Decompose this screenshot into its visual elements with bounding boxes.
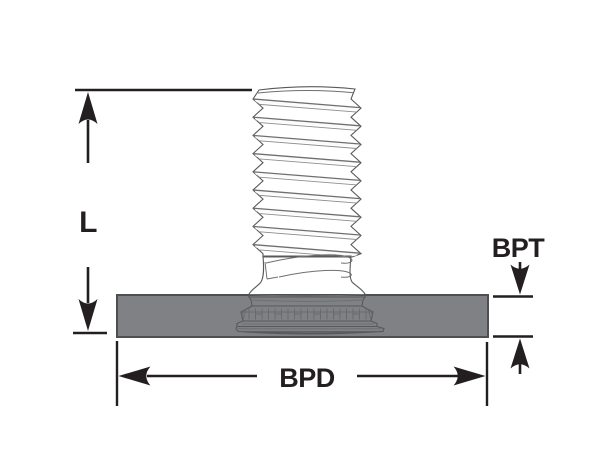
- threaded-stud: [235, 86, 385, 335]
- serration-knurl-pattern: [241, 308, 373, 321]
- bpt-label: BPT: [492, 233, 546, 263]
- length-arrowhead-up: [78, 92, 98, 124]
- length-arrowhead-down: [78, 299, 98, 331]
- dimension-length: L: [73, 88, 252, 335]
- bpd-label: BPD: [279, 363, 335, 393]
- bpt-arrowhead-down: [510, 264, 530, 295]
- stud-shaft: [252, 86, 363, 258]
- bpd-arrowhead-left: [118, 366, 151, 386]
- base-plate: [116, 294, 489, 338]
- thread-runout-lines: [264, 254, 353, 280]
- base-disc-lower: [235, 325, 385, 334]
- thread-helix-lines: [253, 90, 361, 258]
- dimension-bpt: BPT: [492, 233, 546, 374]
- length-label: L: [79, 206, 97, 239]
- dimension-bpd: BPD: [115, 341, 489, 406]
- base-disc-foot: [243, 331, 377, 335]
- bpd-arrowhead-right: [453, 366, 486, 386]
- bpt-arrowhead-up: [510, 338, 530, 369]
